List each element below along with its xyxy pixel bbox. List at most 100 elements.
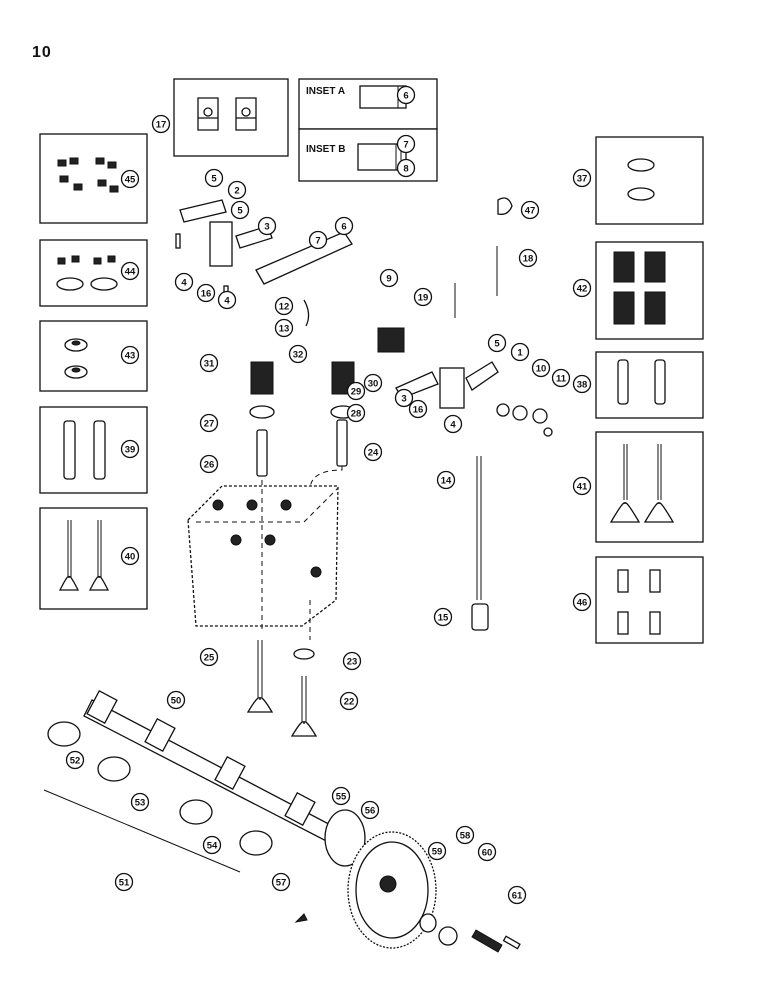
callout-number: 8 bbox=[403, 164, 408, 175]
callout-4: 4 bbox=[443, 414, 463, 434]
callout-32: 32 bbox=[288, 344, 308, 364]
callout-31: 31 bbox=[199, 353, 219, 373]
callout-42: 42 bbox=[572, 278, 592, 298]
callout-56: 56 bbox=[360, 800, 380, 820]
callout-44: 44 bbox=[120, 261, 140, 281]
callout-number: 53 bbox=[135, 798, 146, 809]
kit-box-39 bbox=[39, 406, 148, 494]
callout-number: 23 bbox=[347, 657, 358, 668]
callout-16: 16 bbox=[408, 399, 428, 419]
callout-number: 58 bbox=[460, 831, 471, 842]
callout-number: 5 bbox=[211, 174, 217, 185]
callout-30: 30 bbox=[363, 373, 383, 393]
callout-6: 6 bbox=[396, 85, 416, 105]
callout-number: 3 bbox=[401, 394, 406, 405]
callout-number: 29 bbox=[351, 387, 362, 398]
callout-number: 18 bbox=[523, 254, 534, 265]
kit-box-38 bbox=[595, 351, 704, 419]
callout-18: 18 bbox=[518, 248, 538, 268]
kit-box-17 bbox=[173, 78, 289, 157]
callout-10: 10 bbox=[531, 358, 551, 378]
callout-15: 15 bbox=[433, 607, 453, 627]
callout-number: 45 bbox=[125, 175, 136, 186]
callout-number: 16 bbox=[201, 289, 212, 300]
callout-number: 46 bbox=[577, 598, 588, 609]
callout-number: 7 bbox=[315, 236, 320, 247]
callout-number: 4 bbox=[224, 296, 230, 307]
callout-number: 1 bbox=[517, 348, 523, 359]
callout-53: 53 bbox=[130, 792, 150, 812]
callout-number: 11 bbox=[556, 374, 567, 385]
callout-number: 47 bbox=[525, 206, 536, 217]
callout-number: 42 bbox=[577, 284, 588, 295]
callout-11: 11 bbox=[551, 368, 571, 388]
kit-box-37 bbox=[595, 136, 704, 225]
callout-45: 45 bbox=[120, 169, 140, 189]
callout-number: 26 bbox=[204, 460, 215, 471]
callout-number: 50 bbox=[171, 696, 182, 707]
callout-51: 51 bbox=[114, 872, 134, 892]
callout-number: 54 bbox=[207, 841, 218, 852]
inset-b-box: INSET B bbox=[298, 128, 438, 182]
callout-number: 30 bbox=[368, 379, 379, 390]
callout-17: 17 bbox=[151, 114, 171, 134]
callout-55: 55 bbox=[331, 786, 351, 806]
callout-4: 4 bbox=[217, 290, 237, 310]
callout-37: 37 bbox=[572, 168, 592, 188]
callout-14: 14 bbox=[436, 470, 456, 490]
callout-1: 1 bbox=[510, 342, 530, 362]
callout-61: 61 bbox=[507, 885, 527, 905]
callout-number: 25 bbox=[204, 653, 215, 664]
callout-number: 12 bbox=[279, 302, 290, 313]
callout-number: 24 bbox=[368, 448, 379, 459]
callout-number: 4 bbox=[450, 420, 456, 431]
callout-4: 4 bbox=[174, 272, 194, 292]
callout-number: 17 bbox=[156, 120, 167, 131]
callouts: 1234567910111213141516171819222324252627… bbox=[65, 85, 592, 905]
callout-43: 43 bbox=[120, 345, 140, 365]
callout-39: 39 bbox=[120, 439, 140, 459]
callout-13: 13 bbox=[274, 318, 294, 338]
callout-number: 43 bbox=[125, 351, 136, 362]
callout-number: 51 bbox=[119, 878, 130, 889]
callout-number: 5 bbox=[237, 206, 243, 217]
callout-number: 27 bbox=[204, 419, 215, 430]
callout-number: 22 bbox=[344, 697, 355, 708]
callout-number: 6 bbox=[341, 222, 346, 233]
callout-5: 5 bbox=[230, 200, 250, 220]
callout-9: 9 bbox=[379, 268, 399, 288]
callout-number: 39 bbox=[125, 445, 136, 456]
callout-7: 7 bbox=[396, 134, 416, 154]
callout-number: 60 bbox=[482, 848, 493, 859]
callout-number: 3 bbox=[264, 222, 269, 233]
callout-3: 3 bbox=[257, 216, 277, 236]
callout-number: 52 bbox=[70, 756, 81, 767]
callout-2: 2 bbox=[227, 180, 247, 200]
callout-54: 54 bbox=[202, 835, 222, 855]
inset-a-box: INSET A bbox=[298, 78, 438, 130]
callout-number: 59 bbox=[432, 847, 443, 858]
callout-19: 19 bbox=[413, 287, 433, 307]
callout-41: 41 bbox=[572, 476, 592, 496]
callout-number: 57 bbox=[276, 878, 287, 889]
callout-47: 47 bbox=[520, 200, 540, 220]
callout-number: 41 bbox=[577, 482, 588, 493]
inset-a-label: INSET A bbox=[306, 86, 345, 97]
callout-8: 8 bbox=[396, 158, 416, 178]
callout-number: 56 bbox=[365, 806, 376, 817]
callout-number: 15 bbox=[438, 613, 449, 624]
callout-number: 37 bbox=[577, 174, 588, 185]
callout-number: 13 bbox=[279, 324, 290, 335]
callout-number: 40 bbox=[125, 552, 136, 563]
cam-bearings bbox=[43, 721, 273, 873]
callout-24: 24 bbox=[363, 442, 383, 462]
kit-box-46 bbox=[595, 556, 704, 644]
callout-7: 7 bbox=[308, 230, 328, 250]
callout-29: 29 bbox=[346, 381, 366, 401]
callout-number: 16 bbox=[413, 405, 424, 416]
callout-number: 19 bbox=[418, 293, 429, 304]
cam-gear bbox=[294, 809, 521, 953]
callout-5: 5 bbox=[204, 168, 224, 188]
callout-number: 31 bbox=[204, 359, 215, 370]
